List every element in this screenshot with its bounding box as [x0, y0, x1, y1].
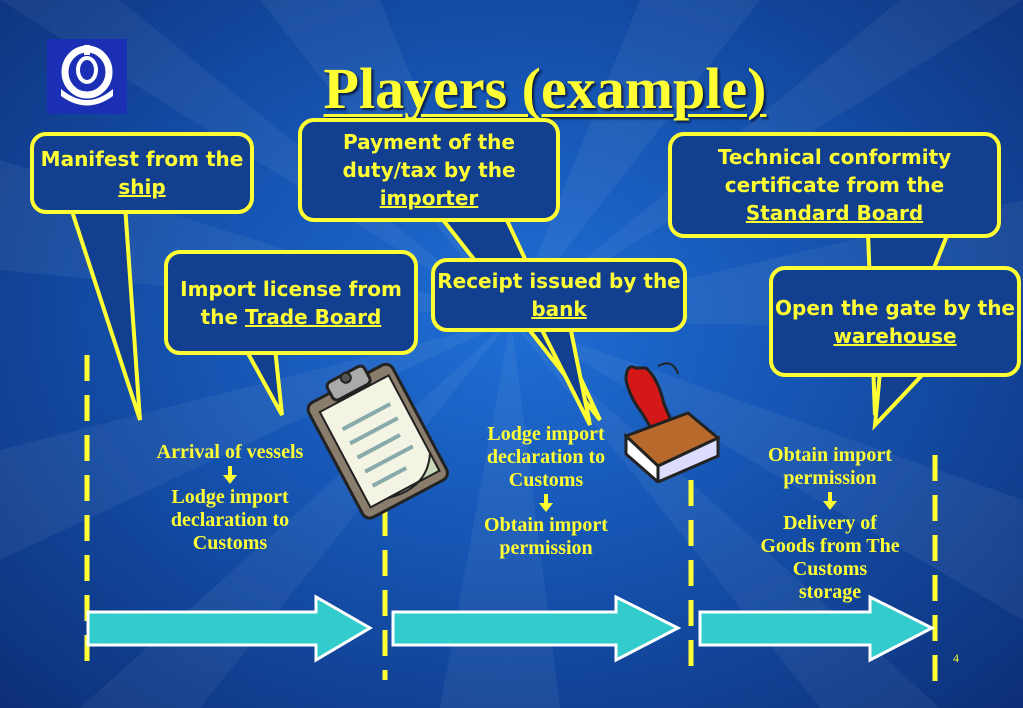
- stage-1-steps: Arrival of vessels Lodge import declarat…: [140, 441, 320, 555]
- down-arrow-icon: [539, 494, 553, 512]
- process-arrow-stage-3: [698, 594, 936, 663]
- callout-receipt-link: bank: [531, 297, 587, 321]
- stage-1-step-bottom: Lodge import declaration to Customs: [170, 486, 290, 554]
- stage-3-step-bottom: Delivery of Goods from The Customs stora…: [760, 512, 900, 603]
- callout-import-license-link: Trade Board: [245, 304, 382, 329]
- clipboard-icon: [306, 362, 449, 520]
- stage-1-step-top: Arrival of vessels: [156, 441, 304, 463]
- stage-2-steps: Lodge import declaration to Customs Obta…: [466, 423, 626, 560]
- callout-receipt: Receipt issued by the bank: [431, 258, 687, 332]
- callout-payment: Payment of the duty/tax by the importer: [298, 118, 560, 222]
- process-arrow-stage-2: [391, 594, 682, 663]
- process-arrow-stage-1: [86, 594, 373, 663]
- down-arrow-icon: [823, 492, 837, 510]
- stage-2-step-top: Lodge import declaration to Customs: [486, 423, 606, 491]
- callout-import-license: Import license from the Trade Board: [164, 250, 418, 355]
- callout-technical: Technical conformity certificate from th…: [668, 132, 1001, 238]
- callout-technical-link: Standard Board: [745, 201, 924, 225]
- callout-gate: Open the gate by the warehouse: [769, 266, 1021, 377]
- page-number: 4: [953, 651, 959, 665]
- rubber-stamp-icon: [623, 362, 721, 483]
- callout-manifest-link: ship: [118, 175, 166, 199]
- callout-payment-link: importer: [379, 186, 479, 210]
- stage-2-step-bottom: Obtain import permission: [484, 514, 608, 559]
- page-title: Players (example): [323, 56, 767, 121]
- organization-logo: [47, 39, 127, 114]
- callout-manifest: Manifest from the ship: [30, 132, 254, 214]
- stage-3-steps: Obtain import permission Delivery of Goo…: [750, 444, 910, 604]
- down-arrow-icon: [223, 466, 237, 484]
- callout-gate-link: warehouse: [833, 323, 957, 348]
- stage-3-step-top: Obtain import permission: [768, 444, 892, 489]
